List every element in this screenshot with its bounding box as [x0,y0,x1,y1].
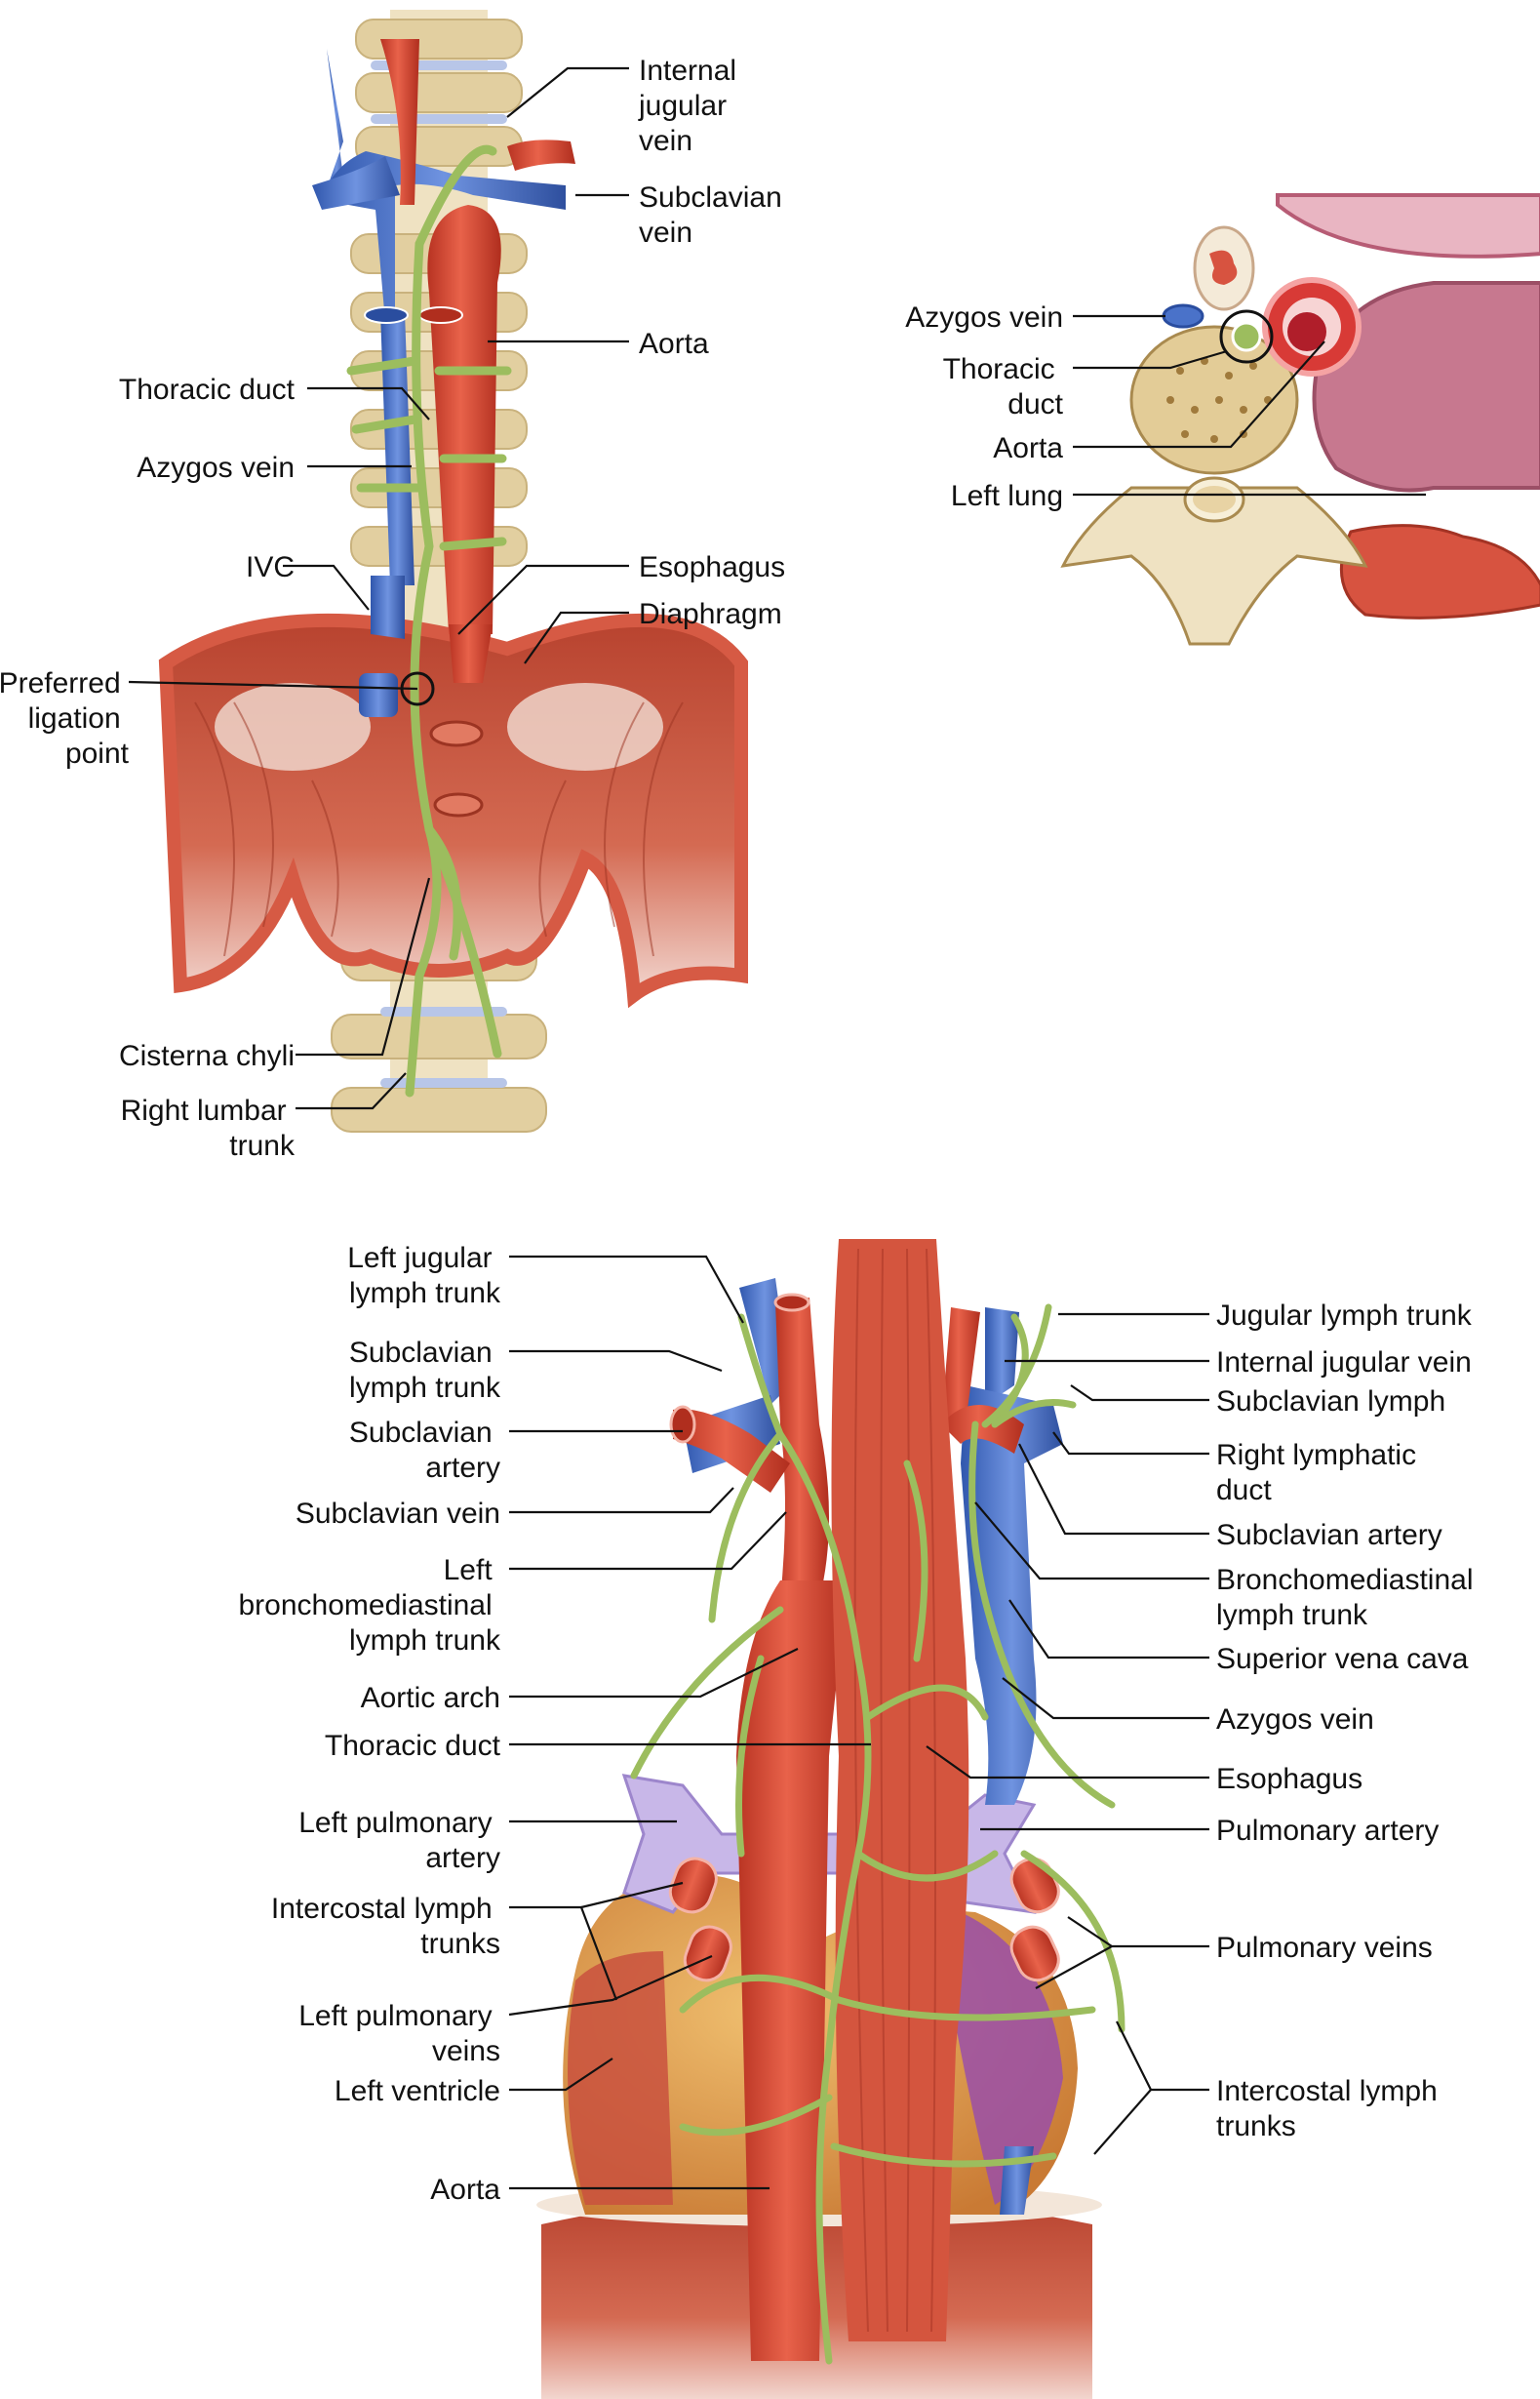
diaphragm-tendon [215,683,663,771]
label-left-jugular-lymph-trunk: Left jugular lymph trunk [347,1242,501,1309]
label-right-lumbar-trunk: Right lumbar trunk [121,1095,296,1162]
label-pulmonary-artery: Pulmonary artery [1216,1815,1439,1847]
label-aorta-bottom: Aorta [430,2174,500,2206]
label-azygos-vein-right: Azygos vein [1216,1703,1374,1736]
esophageal-hiatus [429,720,484,747]
aortic-hiatus [433,792,484,818]
label-pulmonary-veins: Pulmonary veins [1216,1932,1433,1964]
label-azygos-vein-top: Azygos vein [137,452,295,484]
top-thoracic-duct [346,144,512,1098]
left-lung-section [1312,281,1540,493]
label-subclavian-artery-right: Subclavian artery [1216,1519,1442,1551]
top-anatomy [158,10,748,1133]
label-diaphragm: Diaphragm [639,598,782,630]
cross-section-anatomy [1060,193,1540,646]
label-internal-jugular-vein: Internal jugular vein [638,55,744,157]
label-aortic-arch: Aortic arch [361,1682,500,1714]
label-subclavian-vein: Subclavian vein [639,181,790,249]
label-esophagus-bottom: Esophagus [1216,1763,1362,1795]
labels: Internal jugular vein Subclavian vein Ao… [0,55,1481,2206]
label-left-pulmonary-veins: Left pulmonary veins [298,2000,500,2067]
label-left-ventricle: Left ventricle [335,2075,500,2107]
label-intercostal-lymph-trunks-left: Intercostal lymph trunks [271,1893,500,1960]
bottom-lymphatics [630,1303,1125,2365]
label-left-pulmonary-artery: Left pulmonary artery [298,1807,500,1874]
label-jugular-lymph-trunk: Jugular lymph trunk [1216,1299,1473,1332]
bottom-left-arteries [669,1293,829,1600]
label-subclavian-vein-left: Subclavian vein [296,1498,500,1530]
label-subclavian-lymph: Subclavian lymph [1216,1385,1445,1418]
label-left-bronchomediastinal-lymph-trunk: Left bronchomediastinal lymph trunk [239,1554,501,1657]
label-aorta-top: Aorta [639,328,709,360]
label-preferred-ligation-point: Preferred ligation point [0,667,130,770]
label-cisterna-chyli: Cisterna chyli [119,1040,295,1072]
label-thoracic-duct-top: Thoracic duct [119,374,296,406]
top-aorta [380,39,575,683]
leader-lines [128,66,1426,2190]
label-thoracic-duct-bottom: Thoracic duct [325,1730,501,1762]
label-intercostal-lymph-trunks-right: Intercostal lymph trunks [1216,2075,1445,2142]
label-subclavian-lymph-trunk: Subclavian lymph trunk [349,1337,501,1404]
label-aorta-section: Aorta [993,432,1063,464]
label-subclavian-artery-left: Subclavian artery [349,1417,500,1484]
label-left-lung: Left lung [951,480,1063,512]
label-right-lymphatic-duct: Right lymphatic duct [1216,1439,1424,1506]
thoracic-duct-section [1231,321,1262,352]
label-internal-jugular-vein-right: Internal jugular vein [1216,1346,1472,1379]
label-azygos-vein-section: Azygos vein [905,301,1063,334]
label-thoracic-duct-section: Thoracic duct [943,353,1064,420]
top-veins [312,49,566,717]
azygos-vein-section [1162,303,1204,329]
bottom-anatomy [536,1239,1125,2399]
label-superior-vena-cava: Superior vena cava [1216,1643,1469,1675]
label-bronchomediastinal-lymph-trunk: Bronchomediastinal lymph trunk [1216,1564,1481,1631]
label-esophagus-top: Esophagus [639,551,785,583]
label-ivc: IVC [246,551,295,583]
